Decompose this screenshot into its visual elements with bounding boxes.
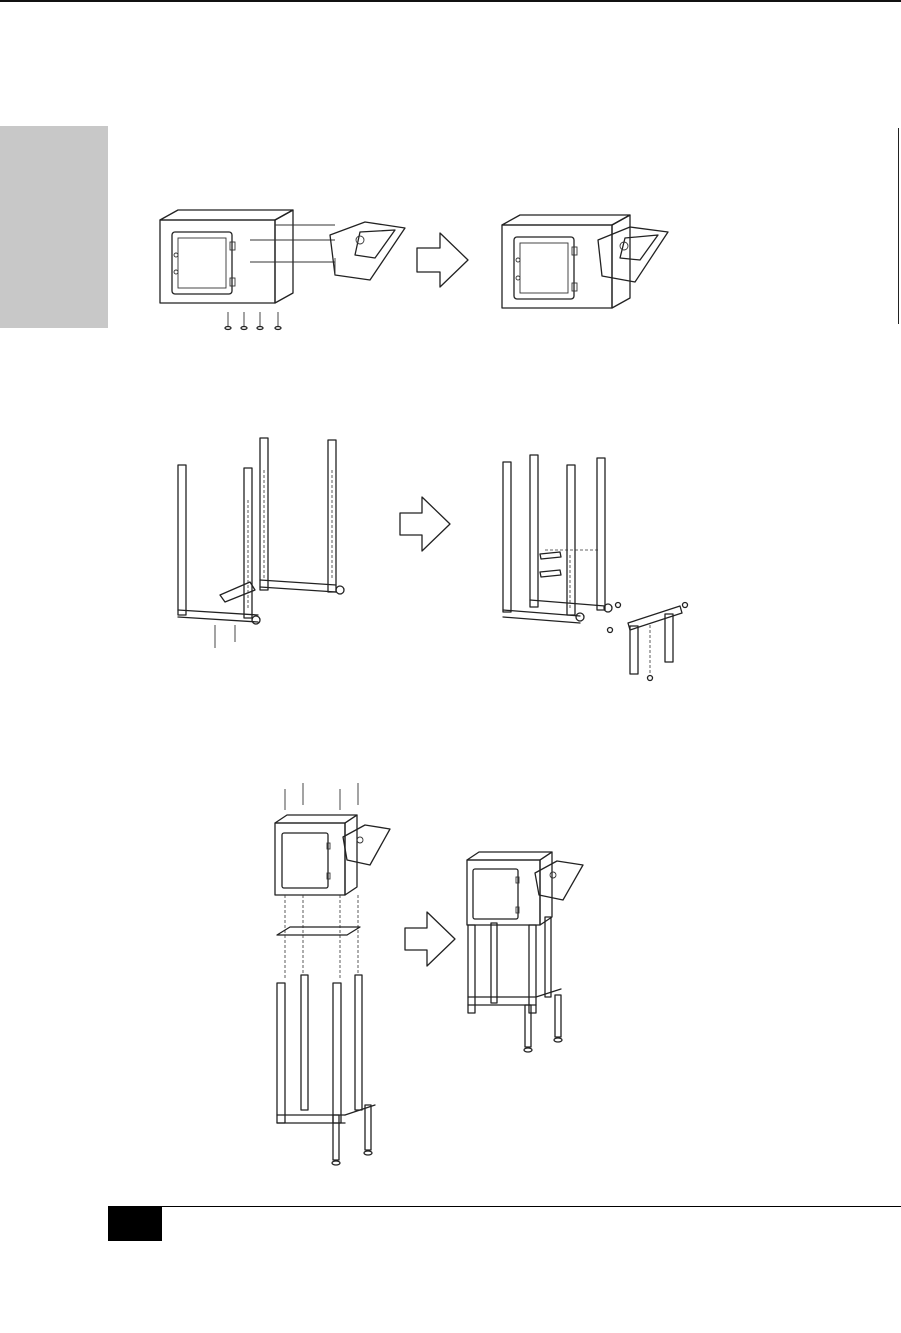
stand-frame-exploded-drawing [178,438,344,648]
step-2-figure [160,430,700,685]
right-arrow-icon [400,497,450,551]
cabinet-exploded-drawing [160,210,335,330]
step-3-figure [265,775,605,1175]
step-1-figure [150,200,690,340]
page-number-box [108,1206,162,1241]
right-arrow-icon [405,912,455,966]
cabinet-on-stand-exploded-drawing [275,783,390,1165]
top-rule [0,0,901,2]
right-edge-marker [898,128,899,324]
right-arrow-icon [417,233,468,287]
chapter-side-tab [0,126,108,328]
assembled-unit-drawing [467,852,583,1052]
stand-frame-with-brace-drawing [503,455,688,681]
footer-rule [108,1206,901,1207]
side-shelf-drawing [330,222,405,280]
cabinet-with-shelf-drawing [502,215,668,308]
